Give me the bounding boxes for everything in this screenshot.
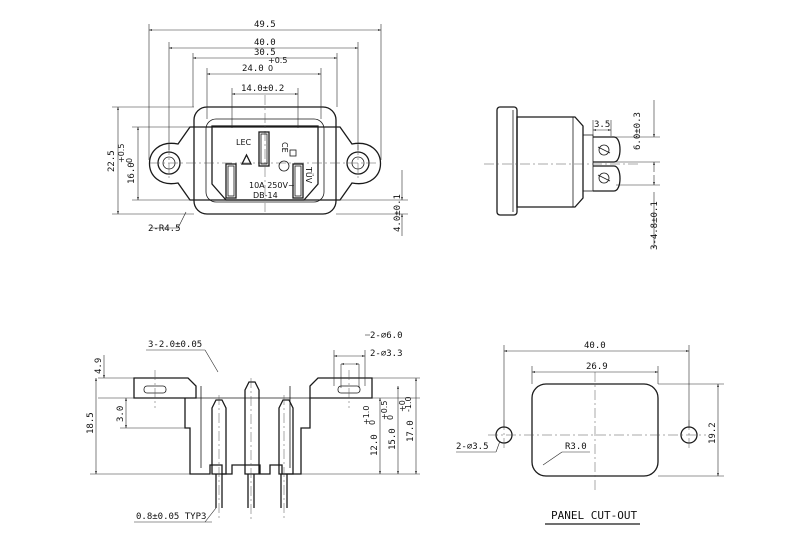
side-dims: 3.5 6.0±0.3 3-4.8±0.1 <box>592 100 660 250</box>
section-dims: 3-2.0±0.05 2-⌀6.0 2-⌀3.3 4.9 18.5 3.0 12 <box>86 331 420 523</box>
section-dim-pin: 0.8±0.05 TYP3 <box>136 512 206 522</box>
cutout-dims: 40.0 26.9 2-⌀3.5 R3.0 19.2 <box>456 341 724 477</box>
dim-14-0: 14.0±0.2 <box>241 84 284 94</box>
dim-40-0: 40.0 <box>254 38 276 48</box>
section-dim-15-0: 15.0 <box>388 428 398 450</box>
side-body <box>516 116 584 208</box>
dim-16-0-tol-dn: 0 <box>125 158 134 163</box>
section-dim-17-0-tol-up: +0 <box>398 400 407 412</box>
section-dim-12-0: 12.0 <box>370 434 380 456</box>
dim-24-0-tol-up: +0.5 <box>268 56 287 65</box>
section-pins <box>211 378 294 520</box>
section-dim-17-0: 17.0 <box>406 420 416 442</box>
cutout-caption: PANEL CUT-OUT <box>551 509 637 522</box>
mark-cert-a: CE <box>280 142 289 153</box>
section-dim-12-0-tol-up: +1.0 <box>362 406 371 425</box>
mark-cert-b: TÜV <box>304 166 314 184</box>
section-dim-d60: 2-⌀6.0 <box>370 331 403 341</box>
side-terminals <box>593 136 621 192</box>
section-dim-4-9: 4.9 <box>94 358 104 374</box>
section-view: 3-2.0±0.05 2-⌀6.0 2-⌀3.3 4.9 18.5 3.0 12 <box>86 331 420 523</box>
cutout-dim-40-0: 40.0 <box>584 341 606 351</box>
front-body <box>193 106 337 215</box>
dim-16-0: 16.0 <box>127 162 137 184</box>
warning-icon <box>240 153 253 165</box>
section-dim-18-5: 18.5 <box>86 412 96 434</box>
section-dim-15-0-tol-dn: 0 <box>386 415 395 420</box>
dim-49-5: 49.5 <box>254 20 276 30</box>
side-view: 3.5 6.0±0.3 3-4.8±0.1 <box>484 100 660 250</box>
cutout-dim-r30: R3.0 <box>565 442 587 452</box>
mark-rating: 10A 250V~ <box>249 181 295 190</box>
dim-r4-5: 2-R4.5 <box>148 224 181 234</box>
section-dim-d33: 2-⌀3.3 <box>370 349 403 359</box>
side-dim-3-5: 3.5 <box>594 120 610 130</box>
side-dim-3-4-8: 3-4.8±0.1 <box>650 201 660 250</box>
front-view: LEC CE TÜV 10A 250V~ DB-14 49.5 40.0 30.… <box>107 20 408 236</box>
dim-22-5: 22.5 <box>107 150 117 172</box>
section-dim-3-0: 3.0 <box>116 406 126 422</box>
mark-lec: LEC <box>236 138 252 147</box>
cutout-dim-19-2: 19.2 <box>708 422 718 444</box>
cutout-dim-d35: 2-⌀3.5 <box>456 442 489 452</box>
socket-outline <box>211 125 319 201</box>
section-flange <box>133 377 197 399</box>
section-dim-pitch: 3-2.0±0.05 <box>148 340 202 350</box>
pin-neutral <box>292 163 304 199</box>
front-horizontal-dims: 49.5 40.0 30.5 24.0 +0.5 0 14.0±0.2 <box>148 20 382 160</box>
side-flange <box>496 106 518 216</box>
cutout-view: 40.0 26.9 2-⌀3.5 R3.0 19.2 PANEL CUT-OUT <box>456 341 724 525</box>
section-dim-17-0-tol-dn: -1.0 <box>404 396 413 412</box>
dim-16-0-tol-up: +0.5 <box>117 144 126 163</box>
section-body <box>184 398 311 475</box>
side-dim-6-0: 6.0±0.3 <box>633 112 643 150</box>
dim-24-0: 24.0 <box>242 64 264 74</box>
cert-circle-icon <box>278 160 290 172</box>
pin-earth <box>258 131 270 167</box>
section-dim-12-0-tol-dn: 0 <box>368 420 377 425</box>
dim-4-0: 4.0±0.1 <box>393 194 403 232</box>
mark-model: DB-14 <box>253 191 278 200</box>
front-vertical-dims: 22.5 16.0 +0.5 0 4.0±0.1 2-R4.5 <box>107 106 408 236</box>
dim-30-5: 30.5 <box>254 48 276 58</box>
section-dim-15-0-tol-up: +0.5 <box>380 401 389 420</box>
pin-live <box>225 163 237 199</box>
cutout-dim-26-9: 26.9 <box>586 362 608 372</box>
dim-24-0-tol-dn: 0 <box>268 64 273 73</box>
